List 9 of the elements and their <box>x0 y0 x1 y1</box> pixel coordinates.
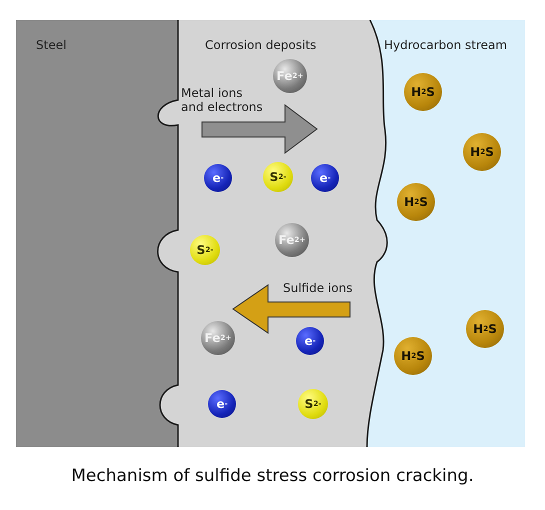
region-heading: Corrosion deposits <box>205 38 316 52</box>
block-arrow <box>232 284 350 334</box>
steel-region <box>16 20 148 447</box>
region-heading: Hydrocarbon stream <box>384 38 508 52</box>
block-arrow <box>202 104 318 154</box>
region-heading: Steel <box>36 38 66 52</box>
caption: Mechanism of sulfide stress corrosion cracking. <box>70 466 475 486</box>
edge-label: Sulfide ions <box>283 281 354 295</box>
edge-label: Metal ions and electrons <box>181 86 264 114</box>
